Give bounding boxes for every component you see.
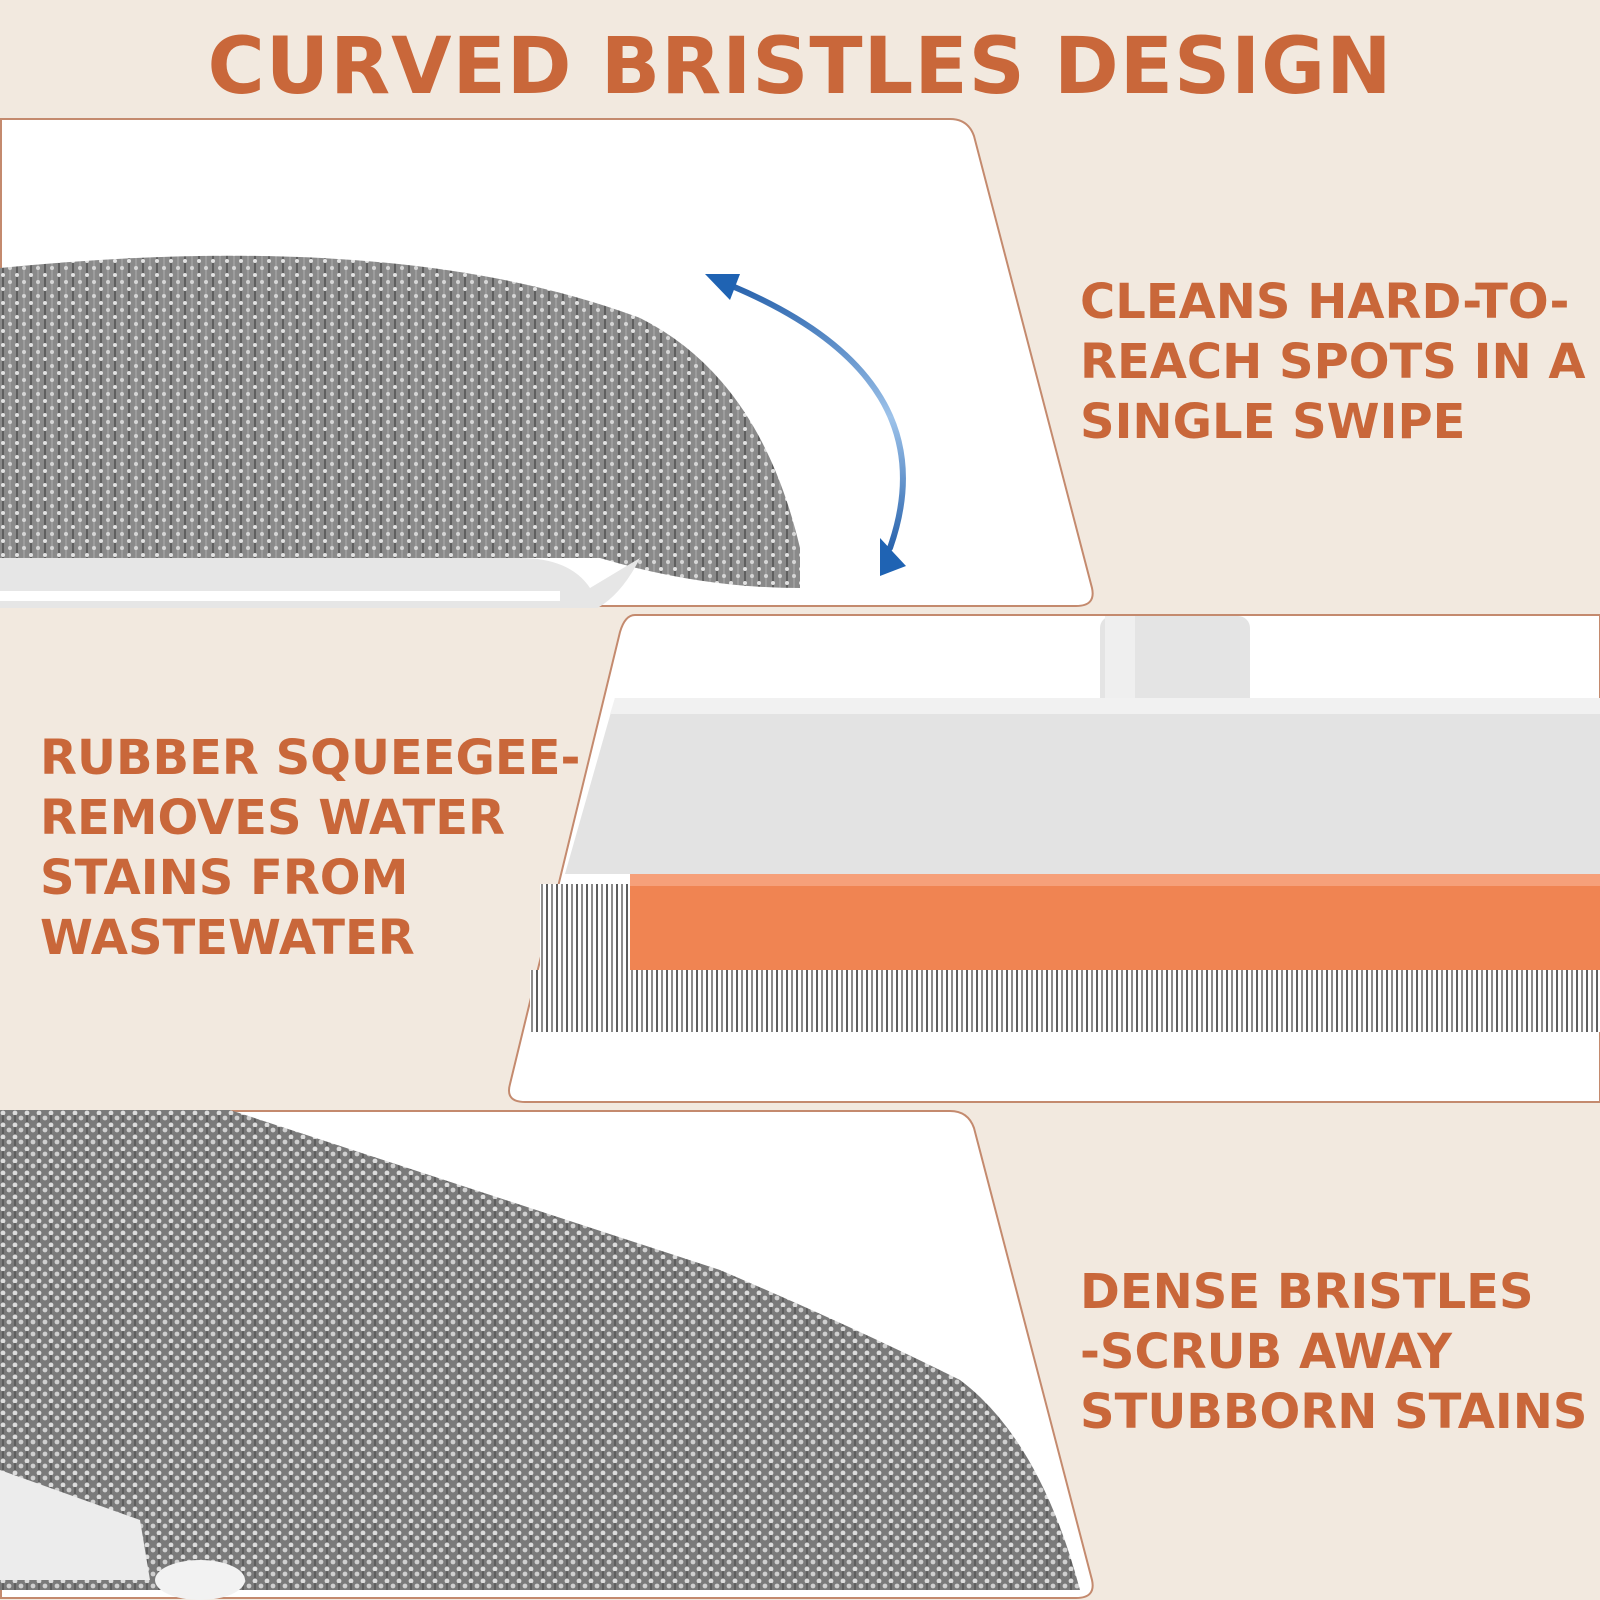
feature-line: WASTEWATER: [40, 910, 415, 966]
feature-line: STUBBORN STAINS: [1080, 1384, 1588, 1440]
dense-bristles-panel: [0, 1110, 1100, 1600]
dense-bristles-illustration: [0, 1110, 1094, 1600]
feature-line: -SCRUB AWAY: [1080, 1324, 1453, 1380]
squeegee-illustration: [508, 614, 1600, 1103]
curved-bristles-illustration: [0, 118, 1094, 608]
feature-line: CLEANS HARD-TO-: [1080, 274, 1570, 330]
feature-curved-bristles: CLEANS HARD-TO- REACH SPOTS IN A SINGLE …: [1080, 272, 1585, 452]
feature-line: REMOVES WATER: [40, 790, 505, 846]
feature-line: RUBBER SQUEEGEE-: [40, 730, 581, 786]
curved-double-arrow-icon: [705, 274, 906, 576]
feature-line: DENSE BRISTLES: [1080, 1264, 1534, 1320]
feature-squeegee: RUBBER SQUEEGEE- REMOVES WATER STAINS FR…: [40, 728, 580, 968]
squeegee-panel: [505, 614, 1600, 1104]
feature-line: STAINS FROM: [40, 850, 409, 906]
page-title: CURVED BRISTLES DESIGN: [207, 22, 1393, 112]
feature-dense-bristles: DENSE BRISTLES -SCRUB AWAY STUBBORN STAI…: [1080, 1262, 1587, 1442]
feature-line: SINGLE SWIPE: [1080, 394, 1466, 450]
curved-bristles-panel: [0, 118, 1100, 608]
feature-line: REACH SPOTS IN A: [1080, 334, 1586, 390]
